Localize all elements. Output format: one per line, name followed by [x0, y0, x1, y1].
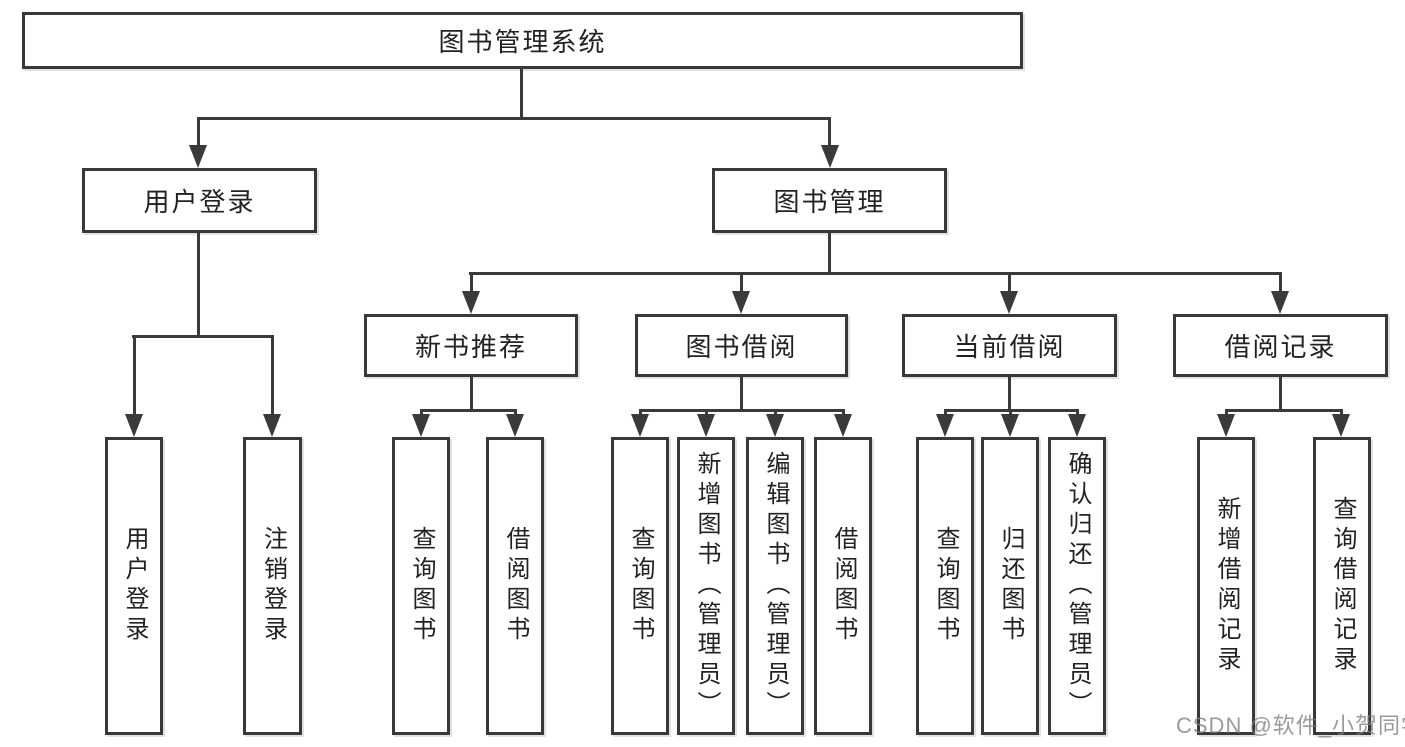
node-current-borrowing: 当前借阅: [902, 314, 1117, 377]
arrowhead-down-icon: [125, 414, 143, 437]
connector-line: [1279, 272, 1282, 294]
connector-line: [774, 409, 777, 418]
leaf-query-books-borrowing-label: 查询图书: [627, 526, 654, 646]
leaf-borrow-books-2-label: 借阅图书: [830, 526, 857, 646]
connector-line: [1225, 409, 1228, 418]
arrowhead-down-icon: [506, 414, 524, 437]
leaf-query-books-recommend: 查询图书: [392, 437, 450, 735]
connector-line: [740, 272, 743, 294]
node-borrowing-records: 借阅记录: [1173, 314, 1388, 377]
arrowhead-down-icon: [1217, 414, 1235, 437]
connector-line: [470, 377, 473, 412]
node-book-management: 图书管理: [712, 168, 947, 233]
connector-line: [1008, 272, 1011, 294]
leaf-query-books-current: 查询图书: [916, 437, 974, 735]
arrowhead-down-icon: [263, 414, 281, 437]
connector-line: [1225, 409, 1343, 412]
arrowhead-down-icon: [1332, 414, 1350, 437]
arrowhead-down-icon: [1000, 291, 1018, 314]
arrowhead-down-icon: [462, 291, 480, 314]
arrowhead-down-icon: [821, 145, 839, 168]
connector-line: [828, 233, 831, 274]
node-user-login: 用户登录: [82, 168, 317, 233]
leaf-add-borrow-record-label: 新增借阅记录: [1213, 496, 1240, 676]
connector-line: [197, 117, 831, 120]
arrowhead-down-icon: [412, 414, 430, 437]
connector-line: [470, 272, 473, 294]
node-book-borrowing: 图书借阅: [635, 314, 848, 377]
connector-line: [469, 272, 1282, 275]
leaf-edit-book-admin-label: 编辑图书（管理员）: [762, 451, 789, 721]
leaf-return-books: 归还图书: [981, 437, 1039, 735]
connector-line: [197, 233, 200, 337]
connector-line: [1340, 409, 1343, 418]
leaf-add-book-admin: 新增图书（管理员）: [677, 437, 735, 735]
leaf-query-borrow-record-label: 查询借阅记录: [1329, 496, 1356, 676]
arrowhead-down-icon: [732, 291, 750, 314]
connector-line: [740, 377, 743, 412]
leaf-add-book-admin-label: 新增图书（管理员）: [693, 451, 720, 721]
connector-line: [639, 409, 844, 412]
connector-line: [705, 409, 708, 418]
connector-line: [639, 409, 642, 418]
arrowhead-down-icon: [631, 414, 649, 437]
connector-line: [132, 335, 274, 338]
connector-line: [420, 409, 423, 418]
leaf-query-books-recommend-label: 查询图书: [408, 526, 435, 646]
csdn-watermark: CSDN @软件_小贺同学: [1176, 713, 1405, 738]
connector-line: [1076, 409, 1079, 418]
leaf-logout-label: 注销登录: [259, 526, 287, 646]
node-new-book-recommendation: 新书推荐: [364, 314, 578, 377]
arrowhead-down-icon: [1271, 291, 1289, 314]
leaf-query-books-borrowing: 查询图书: [611, 437, 669, 735]
arrowhead-down-icon: [697, 414, 715, 437]
leaf-query-borrow-record: 查询借阅记录: [1313, 437, 1371, 735]
leaf-borrow-books-recommend-label: 借阅图书: [502, 526, 529, 646]
leaf-borrow-books-recommend: 借阅图书: [486, 437, 544, 735]
arrowhead-down-icon: [1068, 414, 1086, 437]
leaf-add-borrow-record: 新增借阅记录: [1197, 437, 1255, 735]
node-root-library-management-system: 图书管理系统: [22, 12, 1023, 69]
connector-line: [944, 409, 947, 418]
arrowhead-down-icon: [1001, 414, 1019, 437]
connector-line: [842, 409, 845, 418]
leaf-confirm-return-admin-label: 确认归还（管理员）: [1064, 451, 1091, 721]
connector-line: [1279, 377, 1282, 412]
leaf-return-books-label: 归还图书: [997, 526, 1024, 646]
arrowhead-down-icon: [936, 414, 954, 437]
connector-line: [133, 335, 136, 416]
leaf-user-login-label: 用户登录: [121, 526, 148, 646]
leaf-edit-book-admin: 编辑图书（管理员）: [746, 437, 804, 735]
leaf-logout: 注销登录: [243, 437, 302, 735]
arrowhead-down-icon: [834, 414, 852, 437]
leaf-borrow-books-2: 借阅图书: [814, 437, 872, 735]
leaf-query-books-current-label: 查询图书: [932, 526, 959, 646]
connector-line: [1008, 377, 1011, 412]
connector-line: [828, 117, 831, 146]
connector-line: [420, 409, 517, 412]
connector-line: [520, 68, 523, 118]
leaf-confirm-return-admin: 确认归还（管理员）: [1048, 437, 1106, 735]
connector-line: [1009, 409, 1012, 418]
arrowhead-down-icon: [189, 145, 207, 168]
leaf-user-login: 用户登录: [105, 437, 163, 735]
connector-line: [197, 117, 200, 146]
connector-line: [271, 335, 274, 416]
connector-line: [514, 409, 517, 418]
arrowhead-down-icon: [766, 414, 784, 437]
